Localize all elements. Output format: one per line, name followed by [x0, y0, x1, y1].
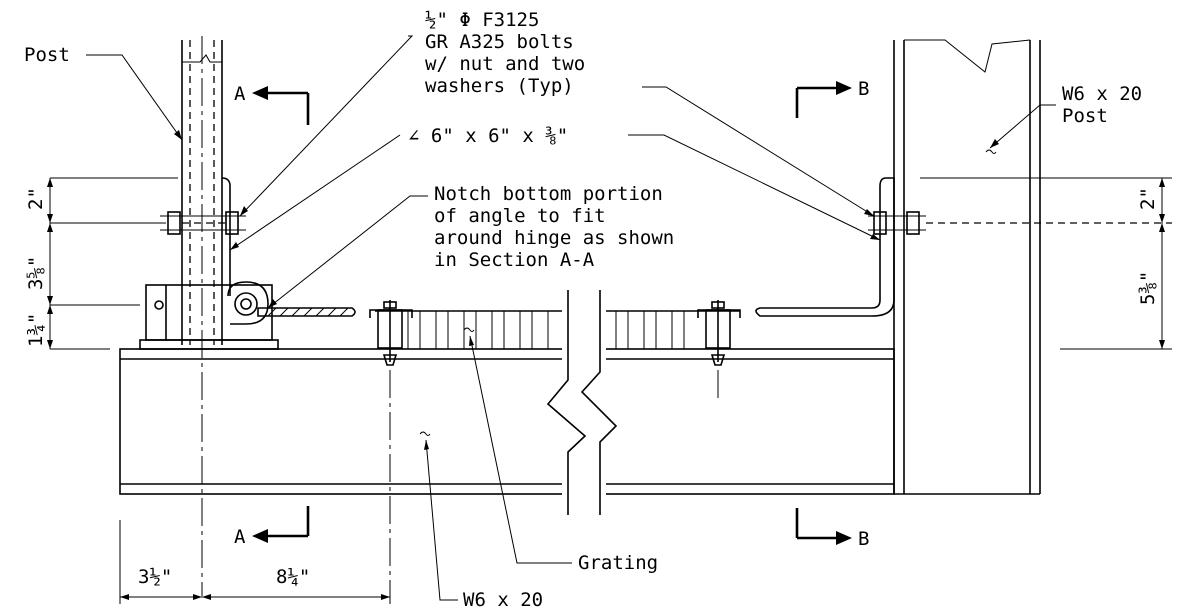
extension-lines	[50, 177, 1172, 604]
dimensions-bottom: 3½" 8¼"	[120, 566, 390, 600]
label-notch-3: around hinge as shown	[434, 227, 674, 249]
label-grating: Grating	[578, 552, 658, 574]
label-w6-post-2: Post	[1062, 105, 1108, 127]
dim-left-1-3-4: 1¾"	[25, 313, 47, 347]
label-w6-post-1: W6 x 20	[1062, 83, 1142, 105]
leaders	[86, 35, 1056, 601]
dim-left-2: 2"	[25, 187, 47, 210]
label-notch-2: of angle to fit	[434, 205, 606, 227]
section-b-top-label: B	[858, 78, 869, 100]
labels: Post ½" Φ F3125 GR A325 bolts w/ nut and…	[24, 9, 1142, 611]
section-a-top: A	[234, 83, 310, 125]
grating	[369, 300, 741, 366]
section-a-bottom: A	[234, 506, 310, 548]
grating-clip-right	[697, 300, 741, 366]
section-a-top-label: A	[234, 83, 246, 105]
dimensions-left: 2" 3⅝" 1¾"	[25, 178, 53, 349]
label-notch-1: Notch bottom portion	[434, 183, 663, 205]
w6-post	[755, 39, 1041, 495]
label-bolts-3: w/ nut and two	[425, 53, 585, 75]
label-bolts-4: washers (Typ)	[425, 75, 574, 97]
section-b-bottom: B	[795, 508, 869, 550]
dim-bottom-3-1-2: 3½"	[138, 566, 172, 588]
label-bolts-1: ½" Φ F3125	[425, 9, 539, 31]
left-post	[181, 36, 223, 596]
dimensions-right: 2" 5⅜"	[1137, 178, 1165, 349]
w6-beam	[119, 348, 895, 495]
label-angle: ∠ 6" x 6" x ⅜"	[408, 125, 568, 147]
label-notch-4: in Section A-A	[434, 249, 595, 271]
label-bolts-2: GR A325 bolts	[425, 31, 574, 53]
label-post: Post	[24, 44, 70, 66]
left-angle-and-hinge	[139, 177, 356, 350]
section-a-bottom-label: A	[234, 526, 246, 548]
dim-right-2: 2"	[1137, 187, 1159, 210]
dim-right-5-3-8: 5⅜"	[1137, 271, 1159, 305]
dim-left-3-5-8: 3⅝"	[25, 256, 47, 290]
grating-clip-left	[369, 300, 413, 366]
dim-bottom-8-1-4: 8¼"	[276, 566, 310, 588]
section-b-top: B	[795, 78, 869, 118]
section-b-bottom-label: B	[858, 528, 869, 550]
label-w6-beam: W6 x 20	[463, 589, 543, 611]
break-line	[546, 290, 618, 515]
